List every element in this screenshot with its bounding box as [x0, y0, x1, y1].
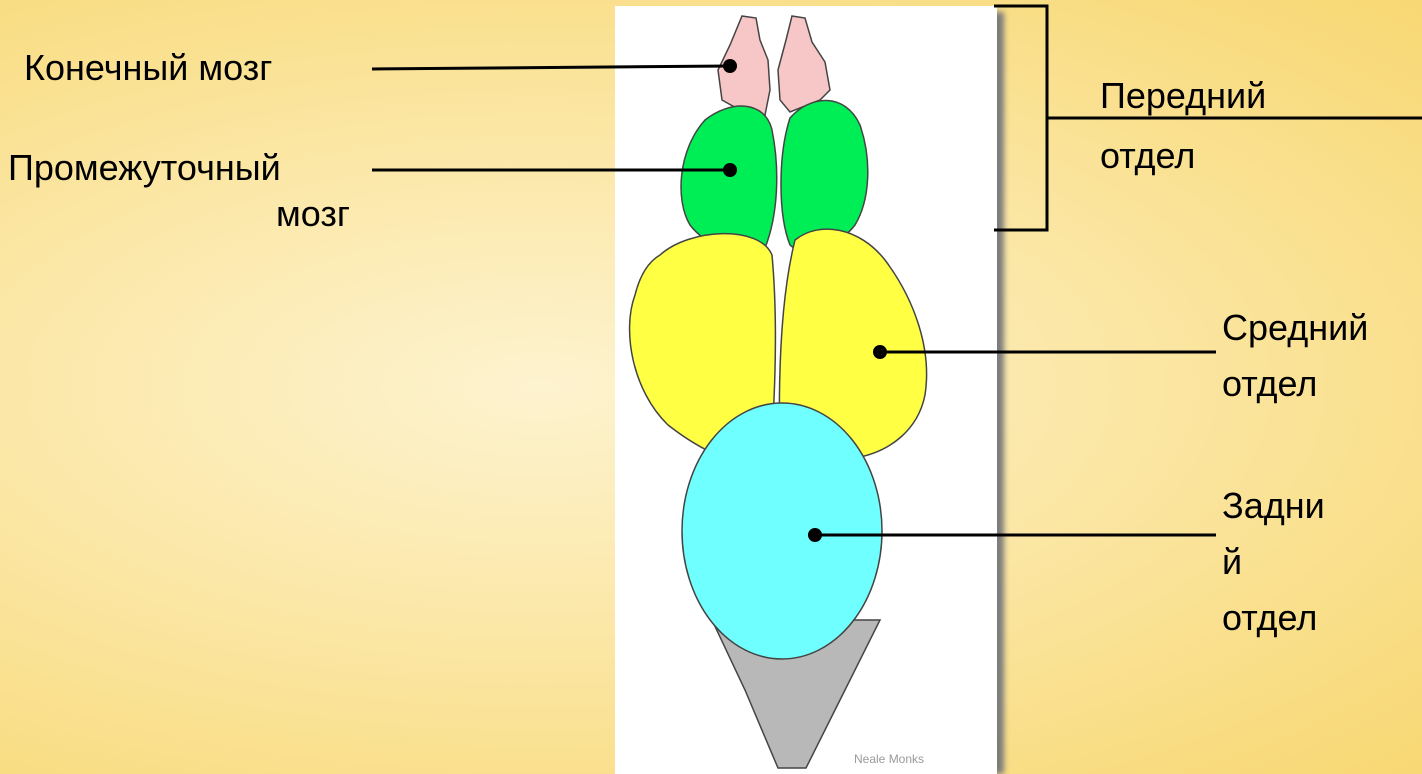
hindbrain	[682, 403, 882, 659]
forebrain-bracket	[994, 6, 1422, 230]
forebrain-label-line1: Передний	[1100, 74, 1266, 118]
telencephalon-pointer-dot	[723, 59, 737, 73]
hindbrain-label-line3: отдел	[1222, 596, 1317, 640]
diencephalon-label-line1: Промежуточный	[8, 146, 281, 190]
image-credit: Neale Monks	[854, 752, 924, 766]
diencephalon-left	[681, 106, 777, 252]
telencephalon-label: Конечный мозг	[24, 46, 272, 90]
hindbrain-label-line1: Задни	[1222, 484, 1325, 528]
midbrain-label-line2: отдел	[1222, 362, 1317, 406]
diencephalon-label-line2: мозг	[276, 192, 350, 236]
telencephalon-pointer	[372, 66, 730, 69]
hindbrain-label-line2: й	[1222, 540, 1242, 584]
telencephalon-right	[778, 16, 830, 112]
midbrain-pointer-dot	[873, 345, 887, 359]
diencephalon-pointer-dot	[723, 163, 737, 177]
hindbrain-pointer-dot	[808, 528, 822, 542]
forebrain-label-line2: отдел	[1100, 134, 1195, 178]
midbrain-label-line1: Средний	[1222, 306, 1368, 350]
